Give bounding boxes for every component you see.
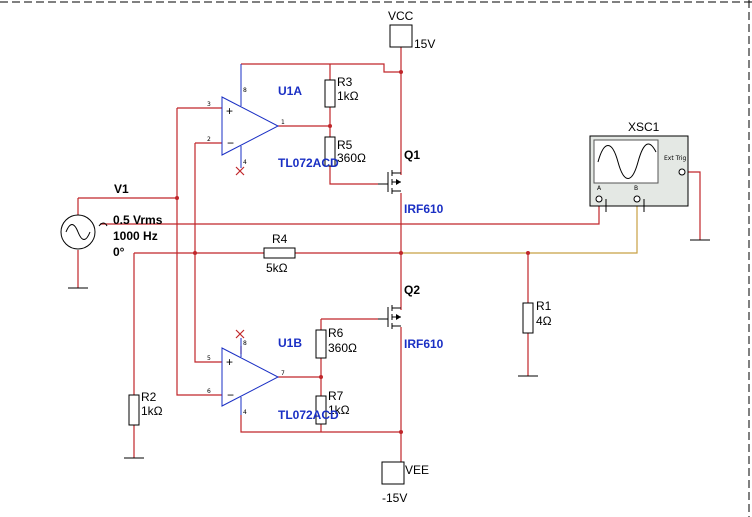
svg-text:3: 3 xyxy=(207,101,211,108)
r1-name: R1 xyxy=(536,299,552,313)
svg-text:8: 8 xyxy=(243,340,247,347)
vee-box xyxy=(381,461,405,485)
q2-name: Q2 xyxy=(404,283,420,297)
opamp-u1b[interactable]: + − 5 6 7 8 4 U1B TL072ACD xyxy=(207,329,339,422)
scope-screen xyxy=(593,139,659,184)
vee-supply[interactable]: VEE -15V xyxy=(381,461,429,505)
svg-text:4: 4 xyxy=(243,409,247,416)
scope-ext-trig-terminal[interactable] xyxy=(678,168,686,176)
u1a-name: U1A xyxy=(278,84,302,98)
resistor-r3[interactable]: R3 1kΩ xyxy=(324,75,359,108)
r2-value: 1kΩ xyxy=(141,404,163,418)
r2-name: R2 xyxy=(141,390,157,404)
vcc-value: 15V xyxy=(414,37,435,51)
r6-value: 360Ω xyxy=(328,341,357,355)
mosfet-q1[interactable]: Q1 IRF610 xyxy=(378,148,444,216)
v1-frequency: 1000 Hz xyxy=(113,229,158,243)
svg-text:−: − xyxy=(227,388,234,402)
scope-ext-trig-label: Ext Trig xyxy=(664,155,687,162)
u1b-part: TL072ACD xyxy=(278,408,339,422)
r7-name: R7 xyxy=(328,389,344,403)
r3-name: R3 xyxy=(337,75,353,89)
v1-amplitude: 0.5 Vrms xyxy=(113,213,163,227)
svg-text:8: 8 xyxy=(243,87,247,94)
vcc-name: VCC xyxy=(388,9,414,23)
svg-text:1: 1 xyxy=(281,119,285,126)
svg-text:+: + xyxy=(226,355,233,369)
r3-value: 1kΩ xyxy=(337,89,359,103)
junctions xyxy=(175,70,530,434)
opamp-u1a[interactable]: + − 3 2 1 8 4 U1A TL072ACD xyxy=(207,64,339,176)
scope-channel-a-terminal[interactable] xyxy=(595,195,603,203)
u1a-part: TL072ACD xyxy=(278,156,339,170)
v1-name: V1 xyxy=(114,182,129,196)
q1-part: IRF610 xyxy=(404,202,444,216)
resistor-r6[interactable]: R6 360Ω xyxy=(315,326,357,359)
resistor-r1[interactable]: R1 4Ω xyxy=(522,299,552,334)
r5-name: R5 xyxy=(337,138,353,152)
vcc-supply[interactable]: VCC 15V xyxy=(388,9,435,51)
svg-text:+: + xyxy=(226,104,233,118)
vcc-box xyxy=(389,24,413,48)
r7-value: 1kΩ xyxy=(328,403,350,417)
svg-text:6: 6 xyxy=(207,388,211,395)
r5-value: 360Ω xyxy=(337,151,366,165)
scope-channel-b-terminal[interactable] xyxy=(633,195,641,203)
wires xyxy=(77,47,701,462)
q2-part: IRF610 xyxy=(404,337,444,351)
resistor-r4[interactable]: R4 5kΩ xyxy=(263,232,296,275)
v1-ac-source[interactable]: V1 0.5 Vrms 1000 Hz 0° xyxy=(60,182,163,259)
vee-name: VEE xyxy=(405,463,429,477)
resistor-r2[interactable]: R2 1kΩ xyxy=(128,390,163,426)
svg-text:2: 2 xyxy=(207,136,211,143)
u1b-name: U1B xyxy=(278,336,302,350)
resistor-r7[interactable]: R7 1kΩ xyxy=(315,389,350,425)
scope-title: XSC1 xyxy=(628,120,660,134)
svg-text:4: 4 xyxy=(243,159,247,166)
svg-text:−: − xyxy=(227,136,234,150)
r4-value: 5kΩ xyxy=(266,261,288,275)
vee-value: -15V xyxy=(382,491,407,505)
q1-name: Q1 xyxy=(404,148,420,162)
r4-name: R4 xyxy=(272,232,288,246)
r6-name: R6 xyxy=(328,326,344,340)
resistor-r5[interactable]: R5 360Ω xyxy=(324,136,366,167)
mosfet-q2[interactable]: Q2 IRF610 xyxy=(378,283,444,351)
svg-text:B: B xyxy=(634,185,638,192)
svg-text:7: 7 xyxy=(281,370,285,377)
v1-phase: 0° xyxy=(113,245,125,259)
svg-text:A: A xyxy=(597,185,602,192)
svg-text:5: 5 xyxy=(207,355,211,362)
oscilloscope-xsc1[interactable]: XSC1 Ext Trig A B xyxy=(589,120,689,212)
ground-symbols xyxy=(68,239,710,459)
r1-value: 4Ω xyxy=(536,314,552,328)
scope-trace xyxy=(597,143,657,179)
